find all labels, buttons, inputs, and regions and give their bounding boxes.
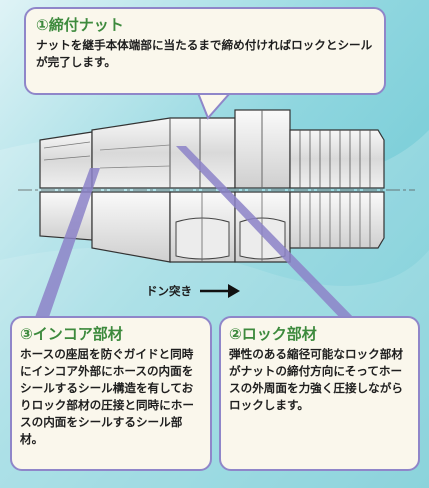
callout-text-incore: ホースの座屈を防ぐガイドと同時にインコア外部にホースの内面をシールするシール構造…: [20, 347, 194, 446]
callout-title-nut: ①締付ナット: [36, 16, 124, 34]
push-label: ドン突き: [146, 284, 192, 298]
thread-lower: [289, 191, 385, 249]
callout-title-lock: ②ロック部材: [229, 325, 317, 343]
lock-leader: [176, 146, 356, 320]
callout-tightening-nut: ①締付ナット ナットを継手本体端部に当たるまで締め付ければロックとシールが完了し…: [24, 7, 386, 95]
callout-text-nut: ナットを継手本体端部に当たるまで締め付ければロックとシールが完了します。: [36, 38, 373, 69]
incore-leader: [34, 168, 100, 320]
callout-text-lock: 弾性のある縮径可能なロック部材がナットの締付方向にそってホースの外周面を力強く圧…: [229, 347, 403, 412]
callout-incore: ③インコア部材 ホースの座屈を防ぐガイドと同時にインコア外部にホースの内面をシー…: [10, 316, 212, 471]
callout-title-incore: ③インコア部材: [20, 325, 123, 343]
callout-lock-member: ②ロック部材 弾性のある縮径可能なロック部材がナットの締付方向にそってホースの外…: [219, 316, 420, 471]
push-arrow-head: [228, 284, 240, 298]
threaded-end: [289, 129, 385, 189]
